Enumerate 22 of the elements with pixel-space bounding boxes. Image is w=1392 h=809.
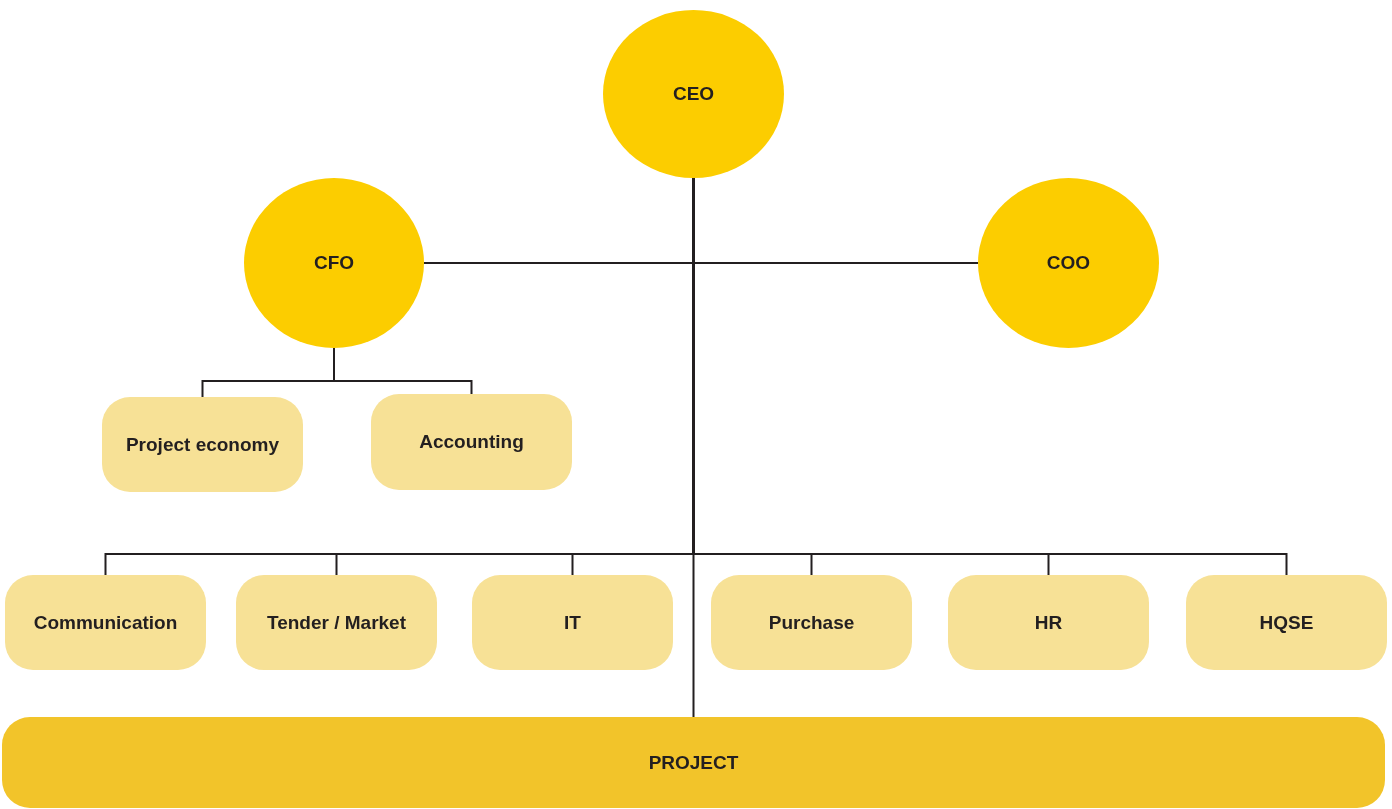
node-label: Communication (33, 611, 178, 634)
node-label: COO (1046, 252, 1091, 274)
node-label: PROJECT (648, 751, 739, 774)
node-label: IT (564, 611, 581, 634)
node-label: HQSE (1259, 611, 1314, 634)
project-band (2, 717, 1385, 808)
department-box (371, 394, 572, 490)
connector-line (333, 347, 473, 395)
node-label: Accounting (419, 431, 524, 453)
node-label: HR (1034, 611, 1063, 634)
department-box (472, 575, 673, 670)
node-label: Tender / Market (267, 611, 406, 634)
department-box (1186, 575, 1387, 670)
node-label: Purchase (768, 611, 855, 634)
node-label: CEO (672, 83, 715, 105)
department-box (102, 397, 303, 492)
department-box (711, 575, 912, 670)
department-box (948, 575, 1149, 670)
node-label: CFO (313, 252, 355, 274)
department-box (5, 575, 206, 670)
node-label: Project economy (125, 433, 280, 456)
department-box (236, 575, 437, 670)
